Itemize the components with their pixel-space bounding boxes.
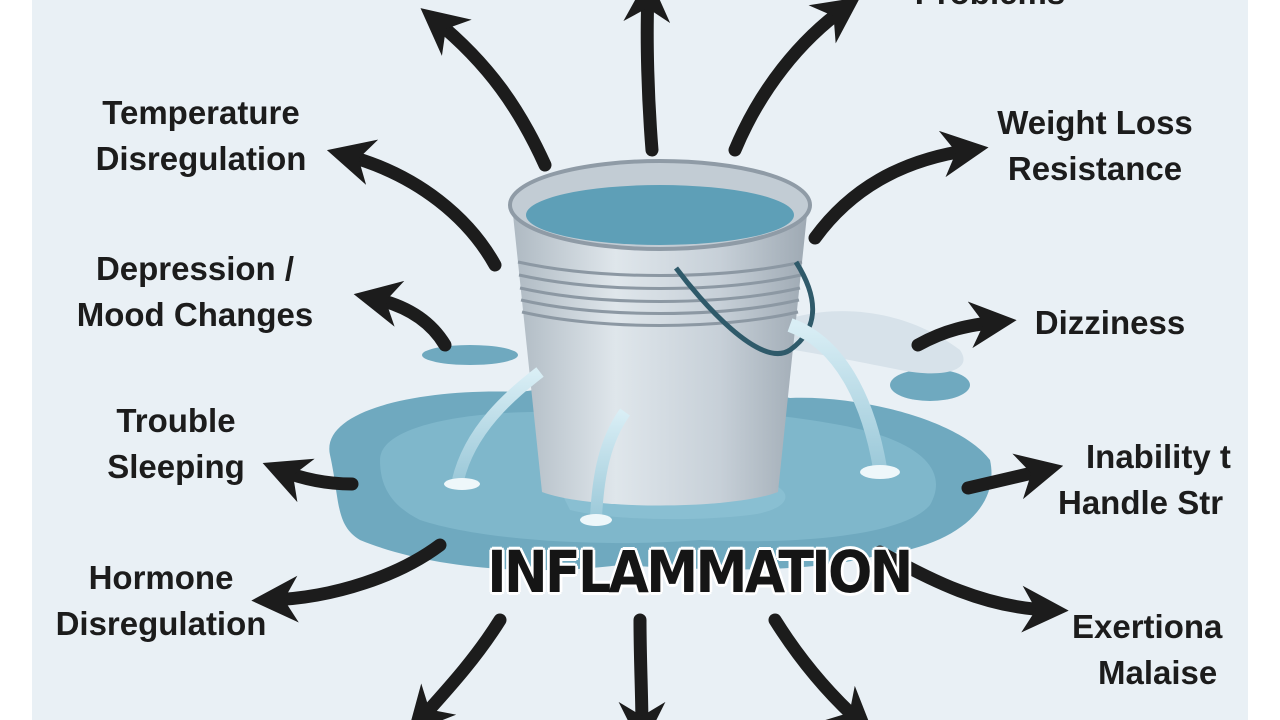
label-line: Disregulation xyxy=(95,140,307,177)
label-depression-mood-changes: Depression / Mood Changes xyxy=(50,246,340,338)
arrow-icon xyxy=(251,538,447,623)
label-line: Resistance xyxy=(1007,150,1183,187)
arrow-icon xyxy=(353,280,452,352)
diagram-title: INFLAMMATION xyxy=(487,538,913,606)
arrow-icon xyxy=(407,613,507,720)
label-line: Exertiona xyxy=(1072,608,1223,645)
arrow-icon xyxy=(873,545,1069,633)
arrow-icon xyxy=(623,0,671,157)
label-line: Disregulation xyxy=(55,605,267,642)
label-dizziness: Dizziness xyxy=(1034,304,1186,341)
label-temperature-disregulation: Temperature Disregulation xyxy=(66,90,336,182)
arrow-icon xyxy=(618,613,666,720)
arrow-icon xyxy=(808,130,989,245)
label-weight-loss-resistance: Weight Loss Resistance xyxy=(970,100,1220,192)
label-line: Trouble xyxy=(116,402,236,439)
label-line: Inability t xyxy=(1086,438,1231,475)
label-line: Malaise xyxy=(1098,654,1218,691)
arrow-icon xyxy=(420,8,552,172)
arrow-icon xyxy=(768,613,874,720)
arrow-icon xyxy=(728,0,861,157)
label-line: Weight Loss xyxy=(997,104,1193,141)
label-line: Temperature xyxy=(102,94,300,131)
arrow-icon xyxy=(911,301,1017,352)
label-line: Depression / xyxy=(95,250,295,287)
arrow-icon xyxy=(961,453,1064,500)
label-problems: Problems xyxy=(880,0,1100,16)
arrow-icon xyxy=(262,458,359,503)
label-line: Mood Changes xyxy=(76,296,314,333)
label-line: Handle Str xyxy=(1058,484,1224,521)
bucket-icon xyxy=(444,159,900,526)
label-line: Sleeping xyxy=(107,448,245,485)
label-inability-to-handle-stress: Inability t Handle Str xyxy=(1058,434,1248,526)
label-exertional-malaise: Exertiona Malaise xyxy=(1072,604,1248,696)
label-hormone-disregulation: Hormone Disregulation xyxy=(36,555,286,647)
arrow-icon xyxy=(326,139,502,272)
label-trouble-sleeping: Trouble Sleeping xyxy=(76,398,276,490)
label-line: Hormone xyxy=(88,559,234,596)
